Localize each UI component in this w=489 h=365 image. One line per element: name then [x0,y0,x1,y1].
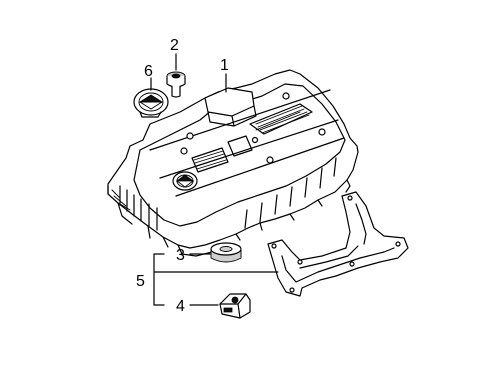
cover-gasket-frame [267,191,409,297]
callout-4: 4 [176,298,185,315]
callout-1: 1 [220,57,229,74]
emblem-badge [133,88,169,118]
callout-5: 5 [136,273,145,290]
leader-lines [150,53,279,306]
grille-left [191,147,229,173]
callouts: 1 2 6 3 5 4 [136,37,229,315]
engine-cover [107,69,359,257]
callout-2: 2 [170,37,179,54]
rubber-grommet [210,242,242,263]
mounting-bolt [166,71,186,98]
callout-6: 6 [144,63,153,80]
grille-right [249,103,313,135]
retainer-clip [219,293,251,319]
cover-emblem [172,171,198,191]
callout-3: 3 [176,247,185,264]
